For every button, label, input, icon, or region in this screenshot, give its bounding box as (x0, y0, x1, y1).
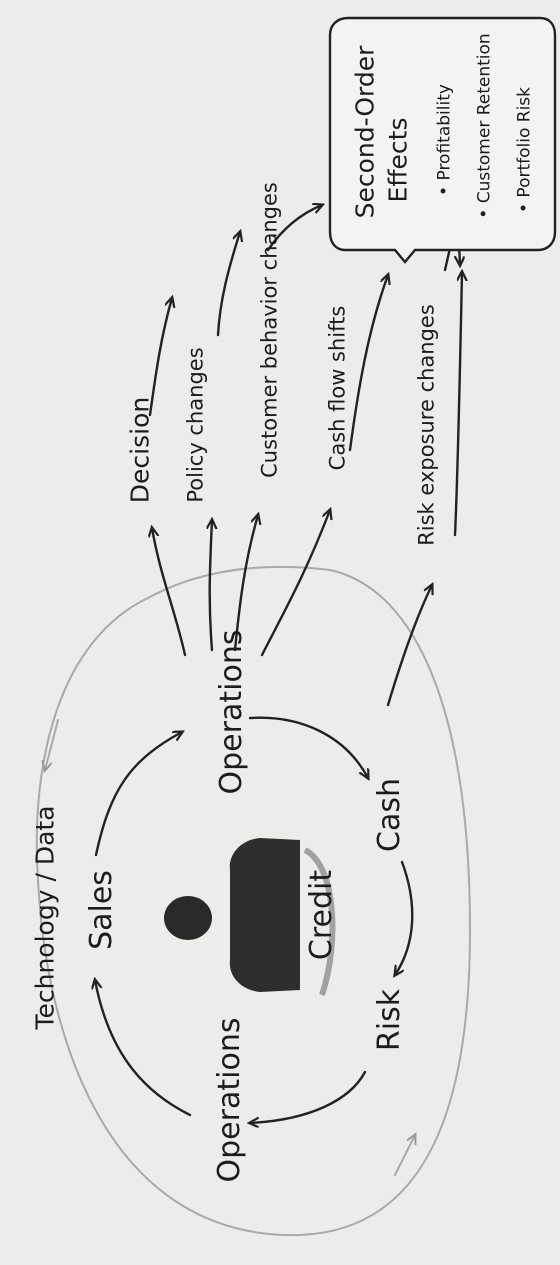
risk-exposure-changes-label: Risk exposure changes (417, 304, 438, 546)
arrow-cash-to-risk-exposure (388, 585, 432, 705)
technology-data-label: Technology / Data (33, 805, 58, 1029)
sales-label: Sales (87, 870, 117, 950)
effects-item-profitability: • Profitability (437, 84, 454, 196)
credit-label: Credit (307, 870, 337, 960)
customer-behavior-changes-label: Customer behavior changes (260, 182, 281, 478)
arrow-to-cash-flow (262, 510, 330, 655)
risk-label: Risk (375, 989, 405, 1051)
cash-label: Cash (375, 778, 405, 852)
arrow-sales-to-operations (96, 732, 182, 855)
effects-title-line2: Effects (386, 118, 411, 203)
policy-changes-label: Policy changes (186, 347, 207, 502)
operations-left-label: Operations (215, 1018, 245, 1183)
arrow-operations-to-cash (250, 718, 368, 778)
arrow-to-policy-changes (210, 520, 212, 650)
arrow-risk-to-operations (250, 1072, 365, 1123)
outer-loop-arrow-bottom (395, 1135, 415, 1175)
effects-item-customer-retention: • Customer Retention (477, 33, 494, 218)
decision-label: Decision (128, 397, 153, 503)
arrow-cash-to-risk (395, 862, 412, 975)
cash-flow-shifts-label: Cash flow shifts (328, 306, 349, 471)
arrow-riskexposure-long (455, 272, 462, 535)
arrow-operations-to-sales (95, 980, 190, 1115)
effects-item-portfolio-risk: • Portfolio Risk (517, 87, 534, 213)
arrow-cashflow-to-effects (350, 275, 388, 450)
arrow-policy-to-effects (218, 232, 240, 335)
effects-title-line1: Second-Order (353, 46, 378, 219)
operations-center-label: Operations (217, 630, 247, 795)
arrow-to-decision (152, 528, 185, 655)
